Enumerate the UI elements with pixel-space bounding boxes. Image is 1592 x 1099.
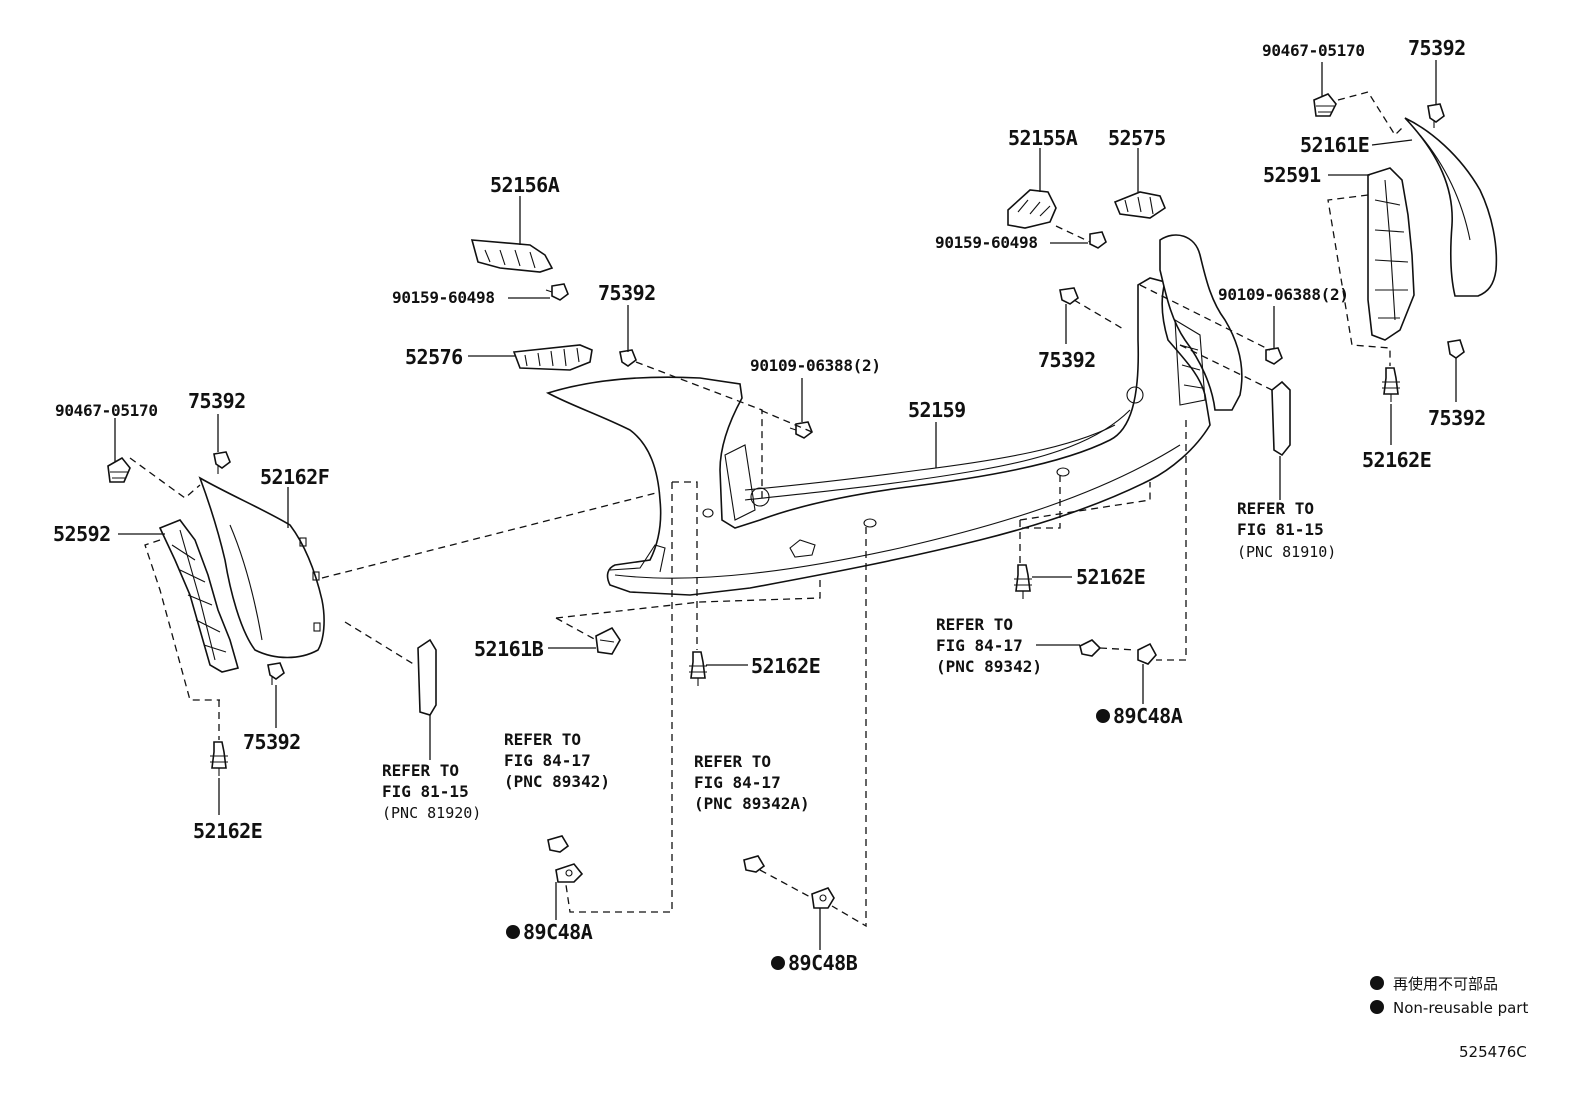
legend: 再使用不可部品 Non-reusable part [1370, 975, 1528, 1017]
ref-89342-left-line3: (PNC 89342) [504, 772, 610, 791]
screw-90109-left [789, 421, 813, 439]
clip-90467-right [1313, 93, 1337, 117]
sensor-89342A [743, 855, 766, 873]
diagram-id: 525476C [1459, 1043, 1527, 1061]
ref-89342-right-line3: (PNC 89342) [936, 657, 1042, 676]
bracket-52156A [470, 239, 554, 273]
non-reusable-mark-89C48A-left [506, 925, 520, 939]
legend-japanese: 再使用不可部品 [1393, 975, 1498, 993]
label-89C48A-left: 89C48A [523, 920, 593, 944]
ref-89342-right-line1: REFER TO [936, 615, 1013, 634]
pin-52162E-mid [689, 651, 707, 686]
ref-89342A-line1: REFER TO [694, 752, 771, 771]
bolt-90159-right [1089, 231, 1107, 249]
ref-89342-left-line1: REFER TO [504, 730, 581, 749]
label-52161B: 52161B [474, 637, 544, 661]
clip-75392-right-top [1427, 103, 1445, 128]
label-90109-right: 90109-06388(2) [1218, 285, 1349, 304]
label-52576: 52576 [405, 345, 463, 369]
clip-75392-center [1059, 287, 1079, 305]
legend-english: Non-reusable part [1393, 999, 1528, 1017]
label-52591: 52591 [1263, 163, 1321, 187]
ref-89342A-line3: (PNC 89342A) [694, 794, 810, 813]
pin-52162E-right [1382, 367, 1400, 402]
leader-lines [114, 60, 1457, 950]
clip-75392-mid [619, 349, 637, 367]
label-52155A: 52155A [1008, 126, 1078, 150]
label-75392-left-top: 75392 [188, 389, 246, 413]
clip-75392-right-bottom [1447, 339, 1465, 359]
cap-52161B [595, 626, 621, 655]
label-52159: 52159 [908, 398, 966, 422]
ref-89342-right-line2: FIG 84-17 [936, 636, 1023, 655]
sensor-89342-left [547, 835, 570, 853]
label-89C48B: 89C48B [788, 951, 858, 975]
label-90159-right: 90159-60498 [935, 233, 1038, 252]
label-90159-left: 90159-60498 [392, 288, 495, 307]
label-52162E-right: 52162E [1362, 448, 1431, 472]
label-90467-left: 90467-05170 [55, 401, 158, 420]
pin-52162E-center [1014, 564, 1032, 599]
label-52162E-left: 52162E [193, 819, 262, 843]
label-52162E-mid: 52162E [751, 654, 820, 678]
legend-dot-english [1370, 1000, 1384, 1014]
ref-81910-line3: (PNC 81910) [1237, 543, 1336, 561]
retainer-52576 [512, 344, 593, 371]
bracket-52591 [1367, 167, 1415, 341]
label-90467-right: 90467-05170 [1262, 41, 1365, 60]
ref-81920-line3: (PNC 81920) [382, 804, 481, 822]
label-75392-right-top: 75392 [1408, 36, 1466, 60]
label-75392-left-bottom: 75392 [243, 730, 301, 754]
retainer-89C48A-left [555, 863, 584, 883]
retainer-89C48B [811, 887, 835, 909]
non-reusable-mark-89C48B [771, 956, 785, 970]
label-75392-right-bottom: 75392 [1428, 406, 1486, 430]
clip-90467-left [107, 456, 131, 483]
label-52575: 52575 [1108, 126, 1166, 150]
pin-52162E-left [210, 741, 228, 776]
ref-89342-left-line2: FIG 84-17 [504, 751, 591, 770]
ref-89342A-line2: FIG 84-17 [694, 773, 781, 792]
assembly-lines [129, 91, 1406, 928]
ref-81910-line2: FIG 81-15 [1237, 520, 1324, 539]
refer-notes: REFER TO FIG 81-15 (PNC 81910) REFER TO … [382, 499, 1336, 822]
bolt-90159-left [545, 283, 569, 301]
reflector-left [417, 638, 437, 716]
part-labels: 90467-05170 75392 52162F 52592 75392 521… [53, 36, 1486, 975]
label-52162E-center: 52162E [1076, 565, 1145, 589]
retainer-89C48A-right [1137, 642, 1157, 665]
label-90109-left: 90109-06388(2) [750, 356, 881, 375]
label-75392-mid: 75392 [598, 281, 656, 305]
label-52161E: 52161E [1300, 133, 1369, 157]
reflector-right [1271, 380, 1291, 457]
clip-75392-left-bottom [267, 662, 285, 685]
label-89C48A-right: 89C48A [1113, 704, 1183, 728]
sensor-89342-right [1079, 639, 1102, 657]
bracket-52155A [1007, 189, 1057, 229]
ref-81910-line1: REFER TO [1237, 499, 1314, 518]
ref-81920-line1: REFER TO [382, 761, 459, 780]
label-52156A: 52156A [490, 173, 560, 197]
label-75392-center: 75392 [1038, 348, 1096, 372]
non-reusable-mark-89C48A-right [1096, 709, 1110, 723]
label-52162F: 52162F [260, 465, 329, 489]
label-52592: 52592 [53, 522, 111, 546]
retainer-52575 [1113, 191, 1166, 219]
bracket-52592 [158, 519, 239, 673]
side-extension-52161E [1404, 117, 1498, 297]
ref-81920-line2: FIG 81-15 [382, 782, 469, 801]
screw-90109-right [1265, 347, 1283, 365]
clip-75392-left-top [213, 451, 231, 474]
legend-dot-japanese [1370, 976, 1384, 990]
